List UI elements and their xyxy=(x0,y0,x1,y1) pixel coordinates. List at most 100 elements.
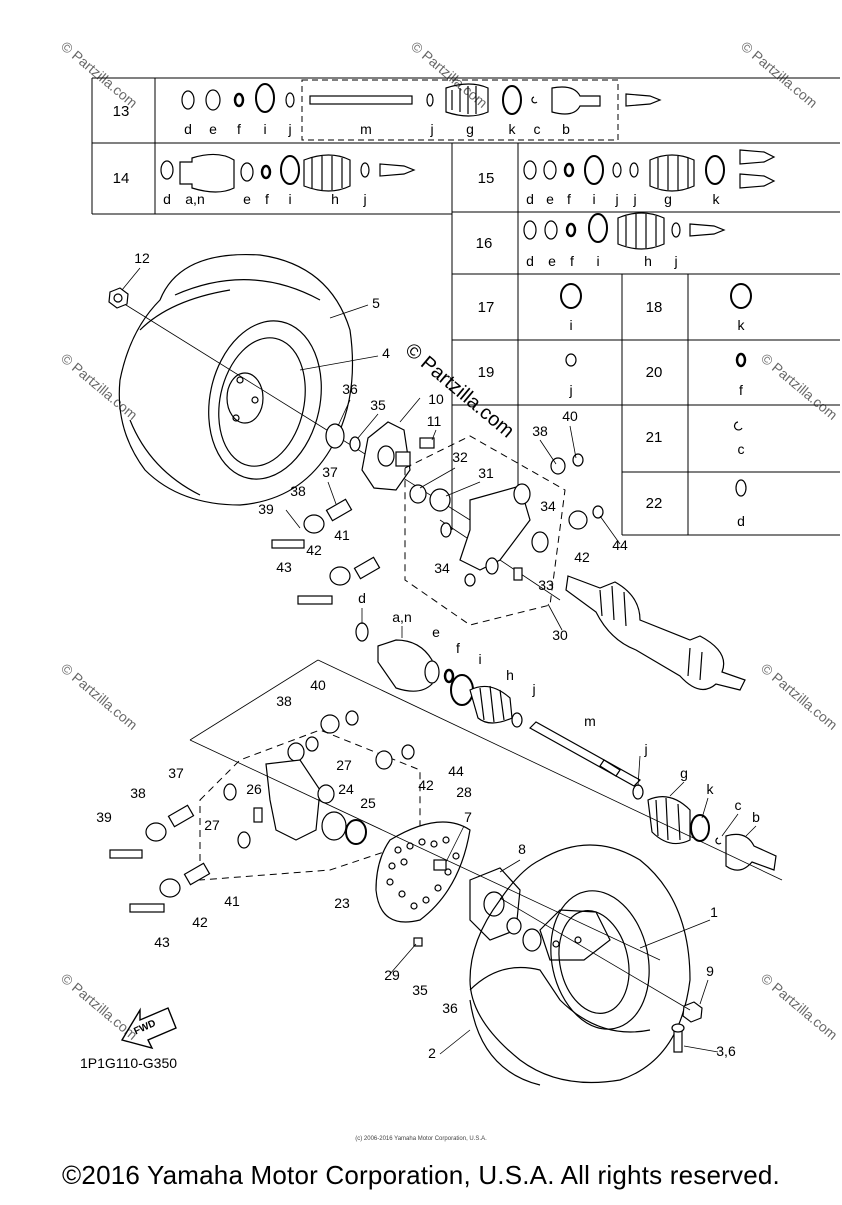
diagram-code: 1P1G110-G350 xyxy=(80,1055,177,1071)
kit-row-16: 16 xyxy=(476,235,493,252)
lower-arm-hardware xyxy=(109,710,415,913)
kit-row-17: 17 xyxy=(478,299,495,316)
kit-row-15-letters: d e f i j j g k xyxy=(526,191,720,207)
callout: 7 xyxy=(464,809,472,825)
watermark: © Partzilla.com xyxy=(758,660,841,733)
upper-arm-hardware xyxy=(271,453,604,605)
callout: 38 xyxy=(290,483,306,499)
kit-row-22: 22 xyxy=(646,495,663,512)
lower-tire xyxy=(469,844,691,1086)
label-f: f xyxy=(739,382,743,398)
callout: 25 xyxy=(360,795,376,811)
callout: 38 xyxy=(276,693,292,709)
kit-row-16-letters: d e f i h j xyxy=(526,253,677,269)
callout: d xyxy=(358,590,366,606)
label-g: g xyxy=(664,191,672,207)
kit-row-14-letters: d a,n e f i h j xyxy=(163,191,366,207)
callout: 34 xyxy=(540,498,556,514)
callout: 36 xyxy=(342,381,358,397)
kit-row-14: 14 xyxy=(113,170,130,187)
watermark: © Partzilla.com xyxy=(758,970,841,1043)
watermark: © Partzilla.com xyxy=(408,38,491,111)
callout: j xyxy=(643,741,647,757)
callout: 42 xyxy=(574,549,590,565)
hub-8 xyxy=(469,867,542,952)
fwd-arrow xyxy=(120,1007,177,1050)
label-b: b xyxy=(562,121,570,137)
label-j2: j xyxy=(632,191,636,207)
callout: c xyxy=(735,797,742,813)
label-i: i xyxy=(592,191,595,207)
lower-cv-parts xyxy=(355,622,523,728)
callout: 24 xyxy=(338,781,354,797)
upper-driveshaft xyxy=(565,575,746,691)
watermark: © Partzilla.com xyxy=(738,38,821,111)
callout: 34 xyxy=(434,560,450,576)
label-d: d xyxy=(526,191,534,207)
callout: 4 xyxy=(382,345,390,361)
callout: i xyxy=(478,651,481,667)
callout: b xyxy=(752,809,760,825)
kit-single-letters: i k j f c d xyxy=(568,317,745,529)
upper-tire xyxy=(118,253,354,506)
watermark: © Partzilla.com xyxy=(58,350,141,423)
knuckle-23 xyxy=(223,736,393,849)
callout-labels: 12 5 4 36 35 10 11 32 31 38 40 34 39 38 … xyxy=(96,250,760,1061)
callout: 43 xyxy=(276,559,292,575)
callout: f xyxy=(456,640,460,656)
knuckle-30 xyxy=(409,483,549,587)
callout: g xyxy=(680,765,688,781)
callout: 42 xyxy=(192,914,208,930)
kit-single-parts xyxy=(560,283,752,497)
callout: 9 xyxy=(706,963,714,979)
callout: 39 xyxy=(96,809,112,825)
label-j: j xyxy=(568,382,572,398)
callout: 30 xyxy=(552,627,568,643)
callout: 44 xyxy=(448,763,464,779)
callout: a,n xyxy=(392,609,411,625)
label-k: k xyxy=(738,317,746,333)
kit-row-14-parts xyxy=(160,153,416,193)
label-i: i xyxy=(596,253,599,269)
label-j: j xyxy=(362,191,366,207)
brake-disc xyxy=(375,821,471,947)
watermark: © Partzilla.com xyxy=(58,660,141,733)
kit-row-21: 21 xyxy=(646,429,663,446)
nut-9-valve xyxy=(671,1001,703,1053)
callout: 28 xyxy=(456,784,472,800)
callout: 38 xyxy=(130,785,146,801)
label-an: a,n xyxy=(185,191,204,207)
callout: m xyxy=(584,713,596,729)
callout: 43 xyxy=(154,934,170,950)
label-h: h xyxy=(644,253,652,269)
shaft-m xyxy=(529,721,641,787)
lower-axle-line xyxy=(189,659,783,1011)
callout: 5 xyxy=(372,295,380,311)
label-m: m xyxy=(360,121,372,137)
callout: k xyxy=(707,781,715,797)
label-i: i xyxy=(569,317,572,333)
callout: 27 xyxy=(336,757,352,773)
kit-row-16-parts xyxy=(523,212,726,250)
label-i: i xyxy=(263,121,266,137)
label-k: k xyxy=(713,191,721,207)
label-e: e xyxy=(243,191,251,207)
callout: 40 xyxy=(310,677,326,693)
label-f: f xyxy=(570,253,574,269)
callout: 42 xyxy=(306,542,322,558)
callout: 36 xyxy=(442,1000,458,1016)
callout: 35 xyxy=(370,397,386,413)
label-i: i xyxy=(288,191,291,207)
callout: 23 xyxy=(334,895,350,911)
callout: 31 xyxy=(478,465,494,481)
kit-row-13-letters: d e f i j m j g k c b xyxy=(184,121,570,137)
label-f: f xyxy=(265,191,269,207)
callout: 10 xyxy=(428,391,444,407)
label-j: j xyxy=(673,253,677,269)
callout: h xyxy=(506,667,514,683)
kit-table xyxy=(91,77,840,536)
callout: 11 xyxy=(427,413,442,429)
label-k: k xyxy=(509,121,517,137)
